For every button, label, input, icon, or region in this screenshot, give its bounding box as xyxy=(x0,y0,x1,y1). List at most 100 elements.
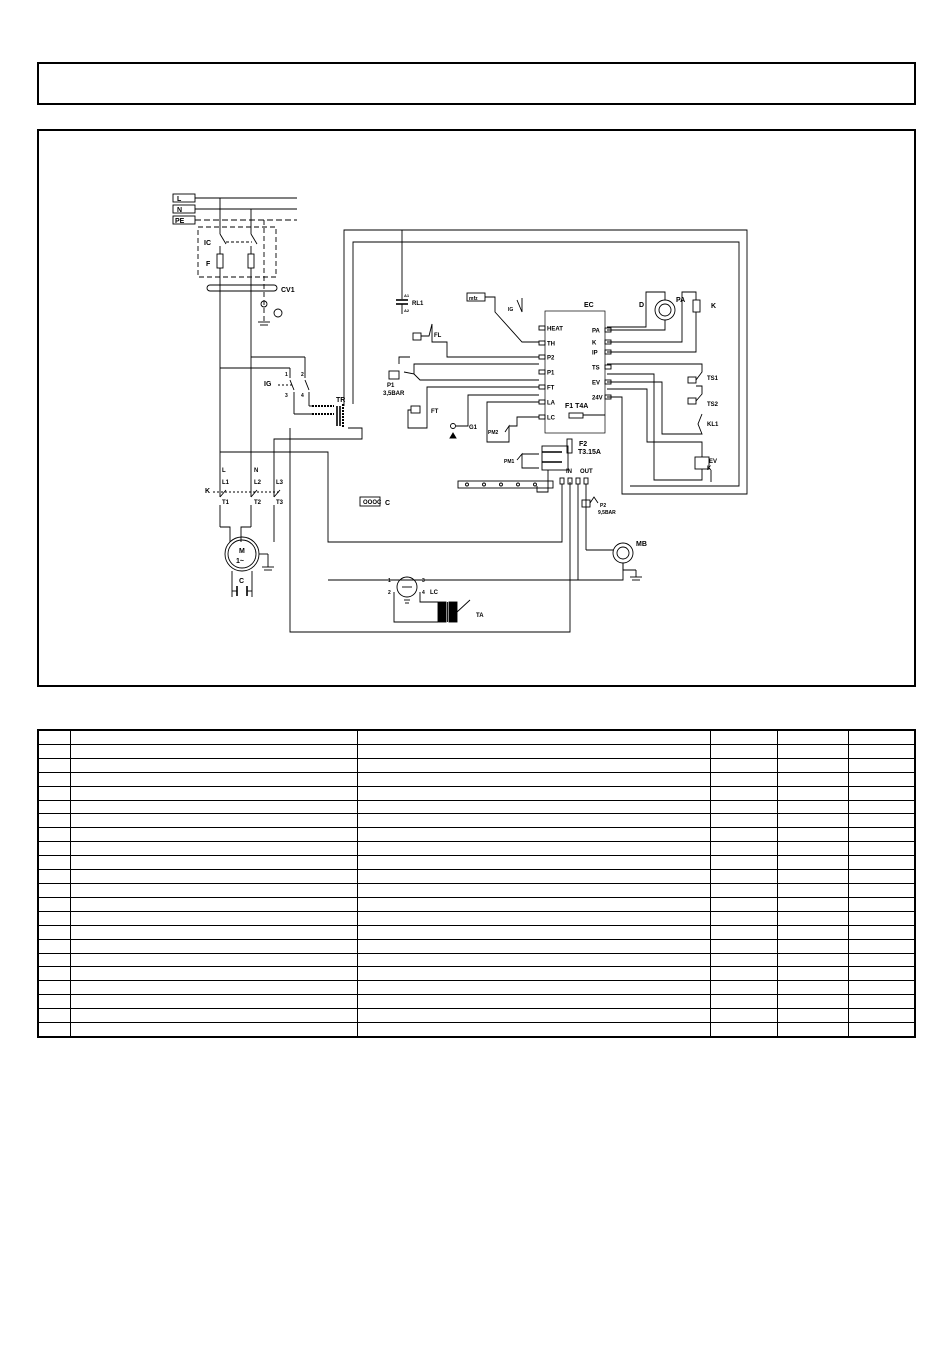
contactor-l2: L2 xyxy=(254,480,262,486)
relay-rl1: RL1 A1 A2 xyxy=(396,293,424,314)
legend-cell xyxy=(848,827,915,843)
ec-right-pin-label: EV xyxy=(592,381,600,387)
ev-k-label: K xyxy=(707,466,712,472)
legend-cell xyxy=(70,1008,358,1024)
ec-label: EC xyxy=(584,302,594,309)
legend-cell xyxy=(70,980,358,996)
flow-sensor-ft: FT xyxy=(407,386,539,429)
legend-cell xyxy=(70,939,358,954)
legend-cell xyxy=(777,939,849,954)
legend-cell xyxy=(710,730,778,745)
legend-row xyxy=(38,1008,915,1024)
pa-label: PA xyxy=(676,297,685,304)
legend-cell xyxy=(848,925,915,940)
legend-cell xyxy=(710,994,778,1010)
legend-cell xyxy=(777,813,849,829)
level-sensor-g1: G1 xyxy=(449,394,539,439)
legend-cell xyxy=(70,813,358,829)
legend-cell xyxy=(777,966,849,982)
wiring-diagram-panel: L N PE IC F CV1 IG 1 2 3 xyxy=(37,129,916,687)
legend-cell xyxy=(848,953,915,968)
legend-cell xyxy=(357,744,711,759)
legend-cell xyxy=(710,744,778,759)
supply-terminals: L N PE xyxy=(172,193,297,225)
p2-value: 9,5BAR xyxy=(598,510,616,516)
ig-pin-1: 1 xyxy=(285,372,288,378)
ec-left-pin-label: FT xyxy=(547,386,555,392)
legend-row xyxy=(38,772,915,787)
legend-row xyxy=(38,897,915,912)
fl-label: FL xyxy=(434,333,442,339)
legend-row xyxy=(38,855,915,871)
legend-row xyxy=(38,953,915,968)
cv1-label: CV1 xyxy=(281,287,295,294)
legend-cell xyxy=(710,841,778,857)
legend-cell xyxy=(777,841,849,857)
legend-cell xyxy=(38,855,71,871)
legend-cell xyxy=(357,758,711,773)
legend-cell xyxy=(848,883,915,898)
ec-left-pin-label: P1 xyxy=(547,371,555,377)
legend-row xyxy=(38,786,915,801)
legend-row xyxy=(38,869,915,884)
ec-right-pin-label: K xyxy=(592,341,597,347)
a2-label: A2 xyxy=(404,308,410,313)
legend-cell xyxy=(357,786,711,801)
legend-cell xyxy=(357,911,711,926)
legend-cell xyxy=(357,897,711,912)
legend-cell xyxy=(70,772,358,787)
ec-right-pin xyxy=(604,394,612,400)
legend-cell xyxy=(357,800,711,815)
contactor-l: L xyxy=(222,468,226,474)
legend-cell xyxy=(70,897,358,912)
legend-row xyxy=(38,966,915,982)
legend-cell xyxy=(38,980,71,996)
a1-label: A1 xyxy=(404,293,410,298)
legend-cell xyxy=(357,730,711,745)
lc-pin-2: 2 xyxy=(388,590,391,596)
cv1-ground: CV1 xyxy=(206,220,295,326)
legend-cell xyxy=(38,800,71,815)
legend-cell xyxy=(848,813,915,829)
legend-cell xyxy=(777,883,849,898)
legend-cell xyxy=(710,827,778,843)
ec-left-pin-label: TH xyxy=(547,342,555,348)
legend-cell xyxy=(777,800,849,815)
p1-value: 3,5BAR xyxy=(383,391,405,397)
ec-left-pin xyxy=(538,340,546,346)
legend-cell xyxy=(848,911,915,926)
g1-label: G1 xyxy=(469,425,478,431)
fuses: F1 T4A F2 T3.15A xyxy=(565,403,605,456)
legend-cell xyxy=(38,869,71,884)
sensor-fl: FL xyxy=(412,323,539,358)
legend-cell xyxy=(848,800,915,815)
legend-cell xyxy=(38,911,71,926)
legend-cell xyxy=(848,730,915,745)
k-label: K xyxy=(205,488,210,495)
legend-cell xyxy=(38,897,71,912)
legend-cell xyxy=(357,827,711,843)
supply-pe-label: PE xyxy=(175,218,185,225)
legend-cell xyxy=(70,925,358,940)
legend-cell xyxy=(38,758,71,773)
kl1-label: KL1 xyxy=(707,422,719,428)
ft-label: FT xyxy=(431,409,439,415)
contactor-l1: L1 xyxy=(222,480,230,486)
legend-cell xyxy=(38,744,71,759)
legend-cell xyxy=(777,827,849,843)
legend-cell xyxy=(357,883,711,898)
legend-cell xyxy=(70,744,358,759)
legend-cell xyxy=(38,1022,71,1038)
contactor-l3: L3 xyxy=(276,480,284,486)
f-label: F xyxy=(206,261,211,268)
legend-cell xyxy=(777,1022,849,1038)
legend-cell xyxy=(777,897,849,912)
legend-cell xyxy=(777,869,849,884)
legend-cell xyxy=(70,994,358,1010)
legend-cell xyxy=(848,994,915,1010)
legend-cell xyxy=(848,786,915,801)
legend-cell xyxy=(710,939,778,954)
legend-cell xyxy=(70,911,358,926)
legend-cell xyxy=(710,925,778,940)
